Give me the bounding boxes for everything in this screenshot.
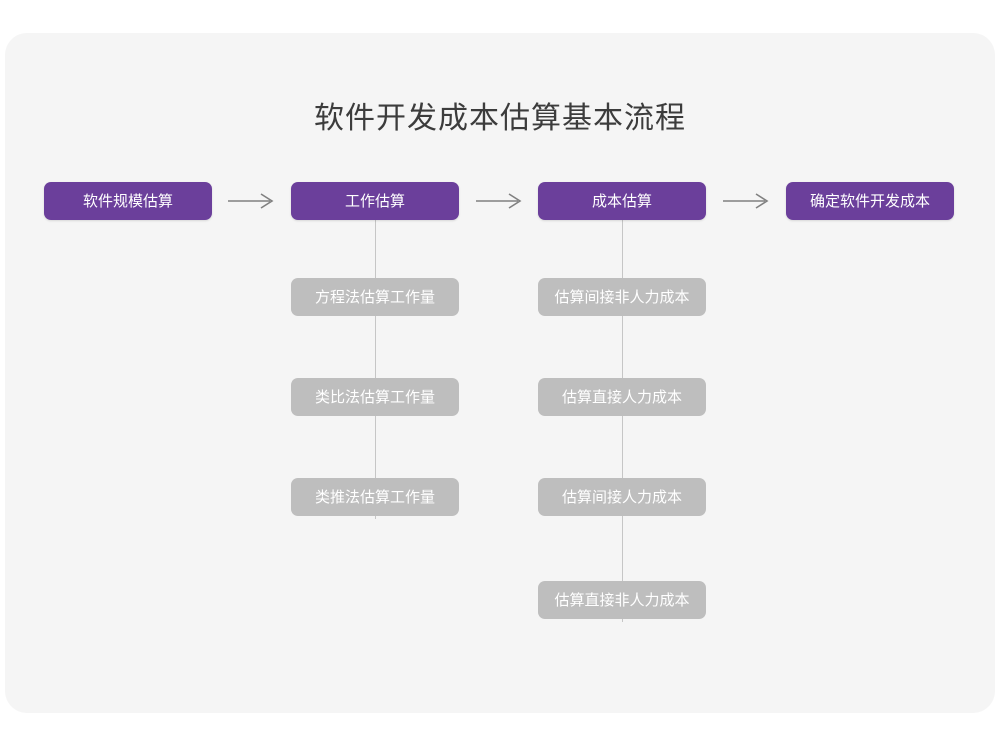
arrow-step1-step2	[228, 193, 274, 209]
flow-node-step-2[interactable]: 工作估算	[291, 182, 459, 220]
flow-node-step-3[interactable]: 成本估算	[538, 182, 706, 220]
page-title: 软件开发成本估算基本流程	[314, 102, 686, 135]
branch-node-label: 估算间接非人力成本	[554, 288, 690, 306]
branch-node-label: 类推法估算工作量	[314, 488, 435, 506]
arrow-step2-step3	[476, 193, 522, 209]
branch-node-effort-2[interactable]: 类比法估算工作量	[291, 378, 459, 416]
branch-node-cost-4[interactable]: 估算直接非人力成本	[538, 581, 706, 619]
flow-node-label: 成本估算	[591, 192, 652, 210]
arrow-step3-step4	[723, 193, 769, 209]
flow-node-step-4[interactable]: 确定软件开发成本	[786, 182, 954, 220]
branch-node-label: 方程法估算工作量	[314, 288, 435, 306]
branch-node-cost-1[interactable]: 估算间接非人力成本	[538, 278, 706, 316]
flow-node-label: 确定软件开发成本	[809, 192, 930, 210]
branch-node-label: 估算直接人力成本	[561, 388, 682, 406]
branch-node-cost-2[interactable]: 估算直接人力成本	[538, 378, 706, 416]
branch-node-effort-1[interactable]: 方程法估算工作量	[291, 278, 459, 316]
branch-node-label: 类比法估算工作量	[314, 388, 435, 406]
flow-node-label: 工作估算	[344, 192, 405, 210]
flow-node-label: 软件规模估算	[82, 192, 173, 210]
diagram-card	[5, 33, 995, 713]
branch-node-effort-3[interactable]: 类推法估算工作量	[291, 478, 459, 516]
connector-line-cost-column	[622, 212, 623, 622]
branch-node-label: 估算间接人力成本	[561, 488, 682, 506]
branch-node-label: 估算直接非人力成本	[554, 591, 690, 609]
connector-line-effort-column	[375, 212, 376, 519]
flow-node-step-1[interactable]: 软件规模估算	[44, 182, 212, 220]
branch-node-cost-3[interactable]: 估算间接人力成本	[538, 478, 706, 516]
